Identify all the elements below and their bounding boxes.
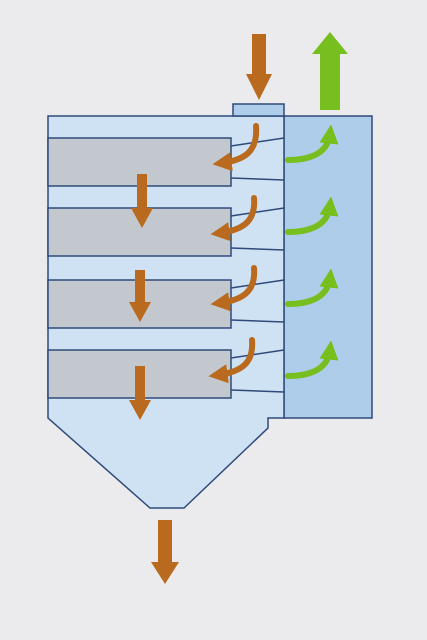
curved-arrow-up-right-icon xyxy=(285,340,339,379)
solids-discharge-arrow xyxy=(151,520,179,584)
arrow-down-icon xyxy=(129,270,151,322)
feed-inlet-arrow xyxy=(246,34,272,100)
clean-outlet-chamber xyxy=(283,115,373,419)
clean-outlet-arrow xyxy=(312,32,348,110)
curved-arrow-up-right-icon xyxy=(285,268,339,307)
arrow-down-icon xyxy=(129,366,151,420)
inlet-nozzle xyxy=(232,103,285,117)
curved-arrow-up-right-icon xyxy=(285,124,339,163)
curved-arrow-left-icon xyxy=(210,265,258,312)
curved-arrow-up-right-icon xyxy=(285,196,339,235)
curved-arrow-left-icon xyxy=(210,195,258,242)
arrow-down-icon xyxy=(131,174,153,228)
curved-arrow-left-icon xyxy=(212,123,260,172)
curved-arrow-left-icon xyxy=(208,337,256,384)
